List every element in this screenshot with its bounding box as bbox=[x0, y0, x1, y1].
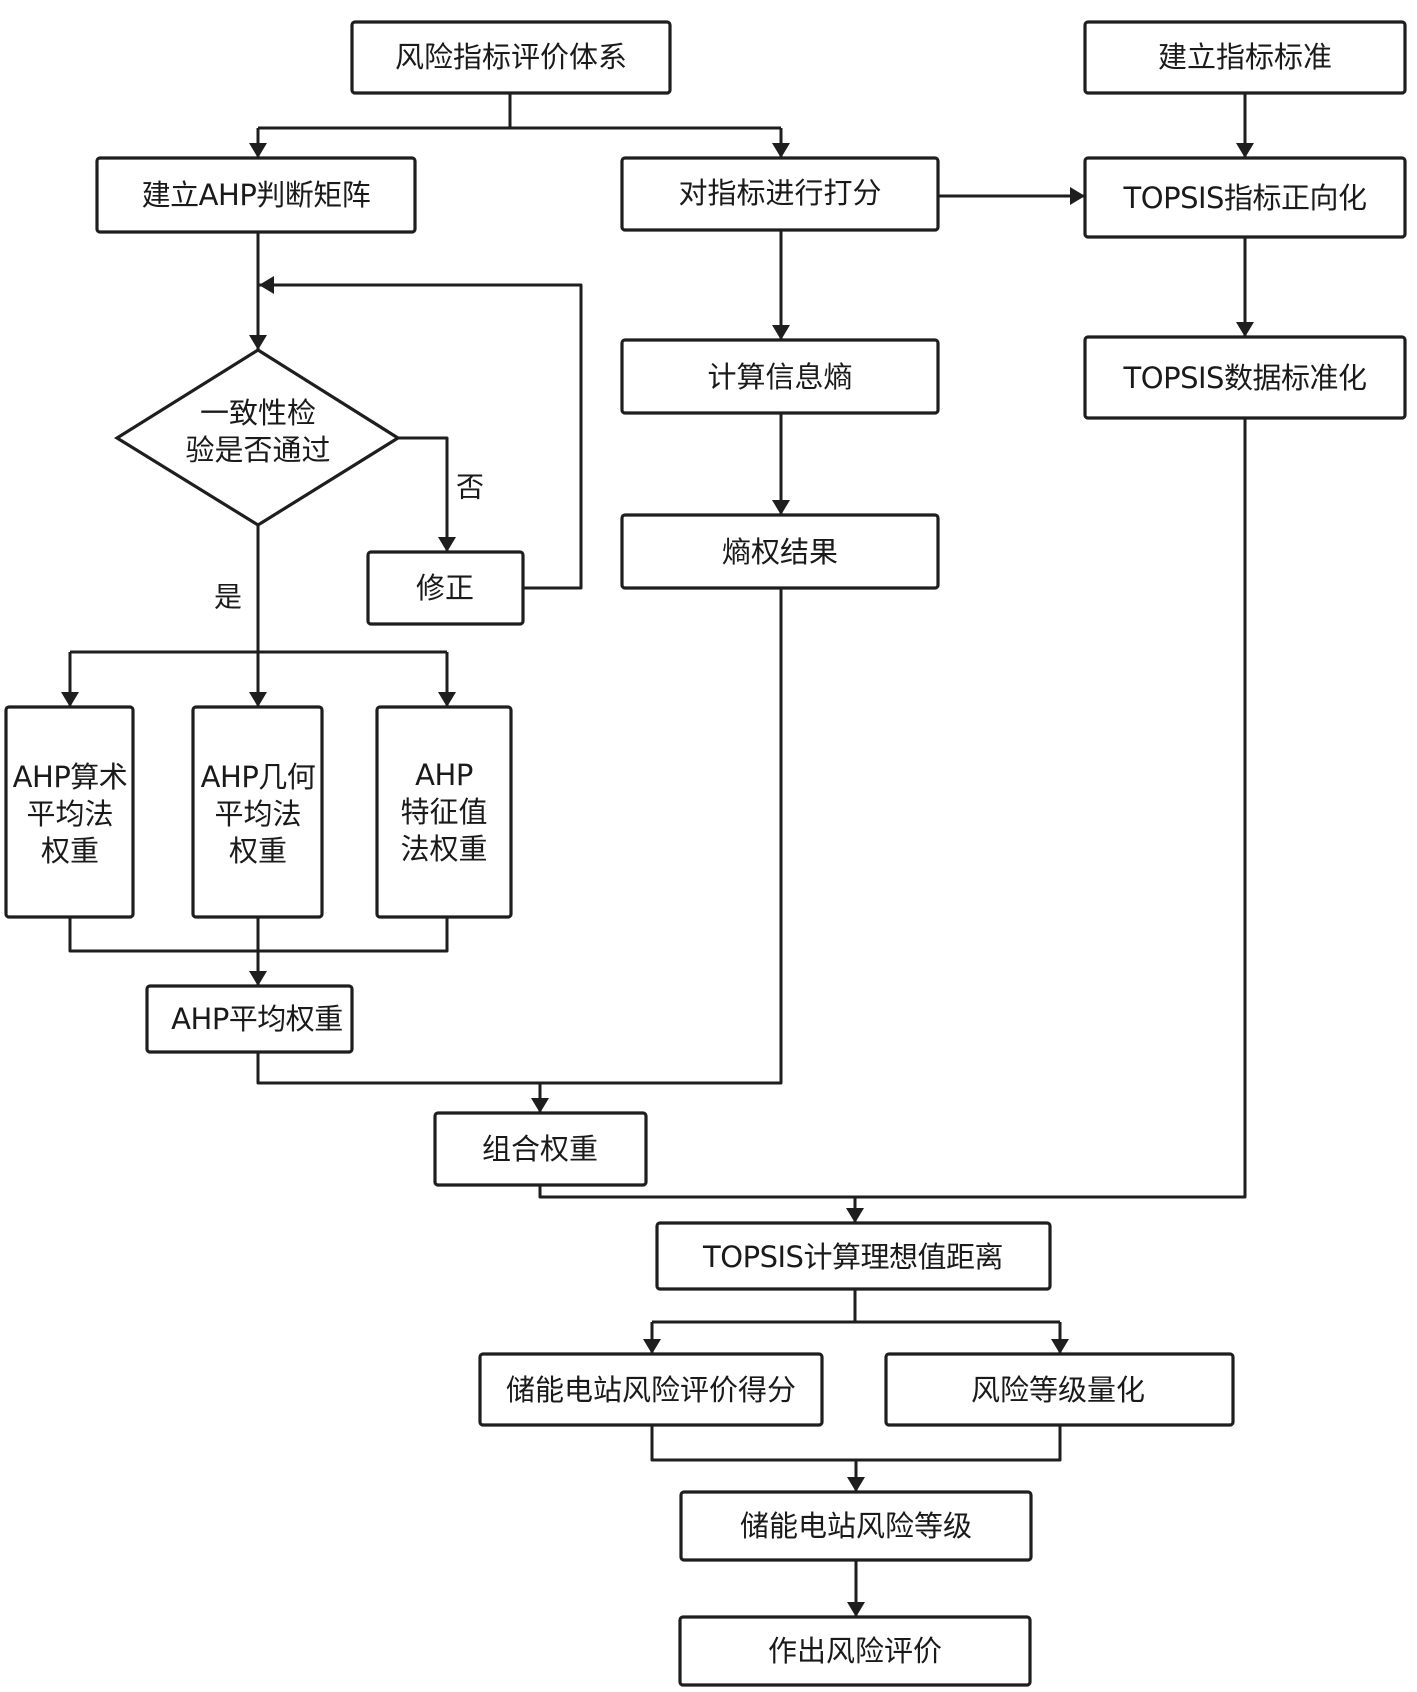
arrow-to-level-quant bbox=[1051, 1339, 1069, 1354]
arrow-to-distance bbox=[846, 1208, 864, 1223]
node-label: 修正 bbox=[416, 571, 474, 605]
connector-system-split bbox=[258, 93, 781, 130]
connector-check-no bbox=[398, 436, 449, 551]
node-topsis-distance: TOPSIS计算理想值距离 bbox=[655, 1221, 1052, 1291]
arrow-to-entropy-result bbox=[772, 500, 790, 515]
arrow-to-station-level bbox=[847, 1477, 865, 1492]
node-label: 储能电站风险评价得分 bbox=[506, 1373, 796, 1407]
node-score-indices: 对指标进行打分 bbox=[620, 156, 940, 232]
node-label: 计算信息熵 bbox=[707, 360, 852, 394]
arrow-to-combined bbox=[531, 1098, 549, 1113]
node-consistency-check: 一致性检 验是否通过 bbox=[113, 348, 402, 527]
node-label: 熵权结果 bbox=[722, 535, 838, 569]
connector-check-yes bbox=[70, 525, 447, 706]
arrow-loop-back bbox=[259, 276, 274, 294]
node-label: TOPSIS数据标准化 bbox=[1123, 361, 1367, 395]
arrow-score-to-positivize bbox=[1070, 187, 1085, 205]
arrow-to-ahp-average bbox=[249, 971, 267, 986]
node-risk-index-system: 风险指标评价体系 bbox=[350, 20, 672, 95]
node-label: 风险指标评价体系 bbox=[395, 40, 627, 74]
arrow-to-arithmetic bbox=[61, 692, 79, 707]
node-build-ahp-matrix: 建立AHP判断矩阵 bbox=[95, 156, 417, 234]
node-label-line-2: 验是否通过 bbox=[185, 433, 330, 467]
node-label-line-1: AHP bbox=[415, 758, 473, 792]
arrow-to-revise bbox=[438, 537, 456, 552]
node-label-line-1: AHP几何 bbox=[201, 760, 316, 794]
node-label-line-1: 一致性检 bbox=[200, 396, 316, 430]
node-label-line-2: 平均法 bbox=[214, 797, 301, 831]
arrow-to-final bbox=[847, 1602, 865, 1617]
arrow-to-check bbox=[249, 335, 267, 350]
arrow-to-score-result bbox=[643, 1339, 661, 1354]
node-label: 对指标进行打分 bbox=[678, 176, 881, 210]
arrow-to-normalize bbox=[1236, 322, 1254, 337]
node-label: 作出风险评价 bbox=[768, 1634, 942, 1668]
node-ahp-arithmetic: AHP算术 平均法 权重 bbox=[4, 705, 135, 919]
arrow-to-geometric bbox=[249, 692, 267, 707]
connector-revise-loop bbox=[259, 283, 583, 590]
node-label: TOPSIS指标正向化 bbox=[1123, 181, 1367, 215]
node-ahp-geometric: AHP几何 平均法 权重 bbox=[191, 705, 324, 919]
node-risk-level-quant: 风险等级量化 bbox=[884, 1352, 1235, 1427]
node-topsis-positivize: TOPSIS指标正向化 bbox=[1083, 156, 1407, 239]
connectors bbox=[61, 93, 1254, 1617]
arrow-to-score bbox=[772, 143, 790, 158]
edge-label-no: 否 bbox=[456, 471, 484, 504]
node-label: 风险等级量化 bbox=[971, 1373, 1145, 1407]
node-topsis-normalize: TOPSIS数据标准化 bbox=[1083, 335, 1407, 420]
node-calc-entropy: 计算信息熵 bbox=[620, 338, 940, 415]
node-label: 建立AHP判断矩阵 bbox=[142, 178, 371, 212]
node-combined-weight: 组合权重 bbox=[433, 1111, 648, 1187]
node-make-evaluation: 作出风险评价 bbox=[678, 1615, 1032, 1687]
edge-label-yes: 是 bbox=[214, 581, 242, 614]
node-label-line-3: 权重 bbox=[41, 834, 99, 868]
node-build-index-standard: 建立指标标准 bbox=[1083, 20, 1407, 95]
node-label: AHP平均权重 bbox=[171, 1002, 343, 1036]
node-label: 组合权重 bbox=[482, 1132, 598, 1166]
arrow-to-positivize bbox=[1236, 143, 1254, 158]
arrow-to-ahp-matrix bbox=[249, 143, 267, 158]
node-label: 建立指标标准 bbox=[1158, 40, 1332, 74]
node-entropy-result: 熵权结果 bbox=[620, 513, 940, 590]
node-label-line-3: 法权重 bbox=[400, 832, 487, 866]
node-label: 储能电站风险等级 bbox=[740, 1509, 972, 1543]
connector-distance-split bbox=[650, 1289, 1062, 1353]
node-label-line-1: AHP算术 bbox=[13, 760, 128, 794]
node-station-score: 储能电站风险评价得分 bbox=[478, 1352, 824, 1427]
node-ahp-average: AHP平均权重 bbox=[145, 984, 354, 1054]
node-label-line-3: 权重 bbox=[229, 834, 287, 868]
node-label-line-2: 平均法 bbox=[26, 797, 113, 831]
arrow-to-entropy bbox=[772, 325, 790, 340]
node-ahp-eigen: AHP 特征值 法权重 bbox=[375, 705, 513, 919]
node-revise: 修正 bbox=[366, 550, 525, 626]
node-station-risk-level: 储能电站风险等级 bbox=[679, 1490, 1033, 1562]
arrow-to-eigen bbox=[438, 692, 456, 707]
node-label-line-2: 特征值 bbox=[400, 795, 487, 829]
node-label: TOPSIS计算理想值距离 bbox=[702, 1240, 1003, 1274]
